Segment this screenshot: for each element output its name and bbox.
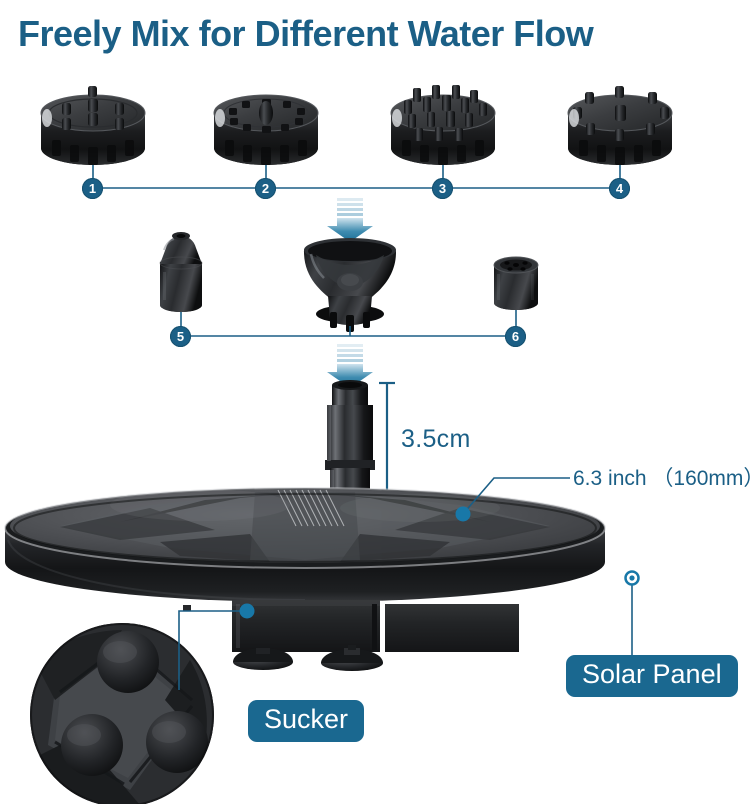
panel-diameter-leader-dot	[455, 506, 471, 522]
sucker-leader	[178, 610, 247, 690]
nozzle-marker-3[interactable]: 3	[432, 178, 453, 199]
nozzle-head-1-graphic	[40, 86, 146, 165]
sucker-cup-magnified	[61, 714, 123, 776]
panel-diameter-label: 6.3 inch （160mm）	[573, 467, 750, 490]
nozzle-marker-1[interactable]: 1	[82, 178, 103, 199]
solar-panel-callout[interactable]: Solar Panel	[566, 655, 738, 697]
solar-panel-leader-ring	[624, 570, 640, 586]
sucker-cup-magnified	[97, 631, 159, 693]
panel-diameter-leader	[462, 477, 570, 515]
nozzle-marker-6[interactable]: 6	[505, 326, 526, 347]
nozzle-head-3-graphic	[390, 85, 496, 165]
assembly-arrow-down-bottom	[327, 344, 373, 388]
sucker-leader-dot	[239, 603, 255, 619]
nozzle-marker-5[interactable]: 5	[170, 326, 191, 347]
stem-height-label: 3.5cm	[401, 425, 471, 453]
solar-panel-leader-dot	[629, 575, 635, 581]
five-hole-cap-nozzle-graphic	[493, 256, 539, 310]
sucker-magnified-inset	[30, 623, 214, 804]
riser-stem-graphic	[325, 380, 375, 520]
sucker-cup-magnified	[146, 711, 208, 773]
funnel-bell-nozzle-graphic	[304, 238, 396, 332]
nozzle-marker-2[interactable]: 2	[255, 178, 276, 199]
nozzle-marker-4[interactable]: 4	[609, 178, 630, 199]
pump-housing-graphic	[183, 600, 519, 671]
page-title: Freely Mix for Different Water Flow	[18, 13, 594, 54]
nozzle-head-4-graphic	[567, 86, 673, 165]
stem-height-dimension-line	[379, 381, 395, 495]
sucker-callout[interactable]: Sucker	[248, 700, 365, 742]
assembly-arrow-down-top	[327, 198, 373, 242]
cone-tip-nozzle-graphic	[159, 232, 203, 312]
sucker-foot	[321, 645, 383, 671]
sucker-foot	[233, 648, 293, 670]
solar-panel-graphic	[4, 487, 606, 602]
nozzle-rail-top	[92, 165, 621, 189]
nozzle-rail-middle	[180, 310, 517, 337]
nozzle-head-2-graphic	[213, 94, 319, 165]
